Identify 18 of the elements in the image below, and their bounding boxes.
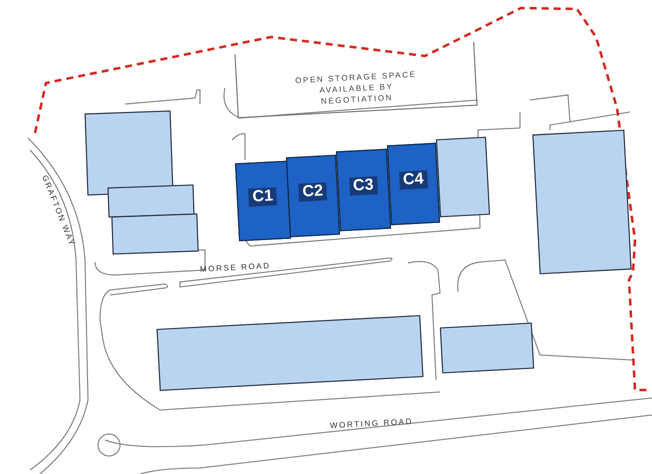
unit-label: C2	[298, 182, 328, 202]
building	[108, 184, 194, 218]
unit-block	[336, 148, 392, 232]
unit-block	[386, 142, 440, 226]
road-name: MORSE ROAD	[200, 260, 271, 276]
storage-note: OPEN STORAGE SPACE AVAILABLE BY NEGOTIATION	[294, 68, 418, 108]
unit-label: C3	[348, 176, 378, 196]
unit-block	[235, 160, 291, 242]
building	[84, 110, 174, 196]
building	[436, 136, 490, 218]
building	[440, 322, 534, 374]
building	[111, 214, 199, 254]
building	[532, 130, 632, 274]
road-name: WORTING ROAD	[330, 416, 414, 432]
unit-label: C1	[248, 188, 278, 208]
storage-area	[234, 42, 478, 118]
unit-label: C4	[398, 170, 428, 190]
unit-block	[286, 154, 340, 238]
